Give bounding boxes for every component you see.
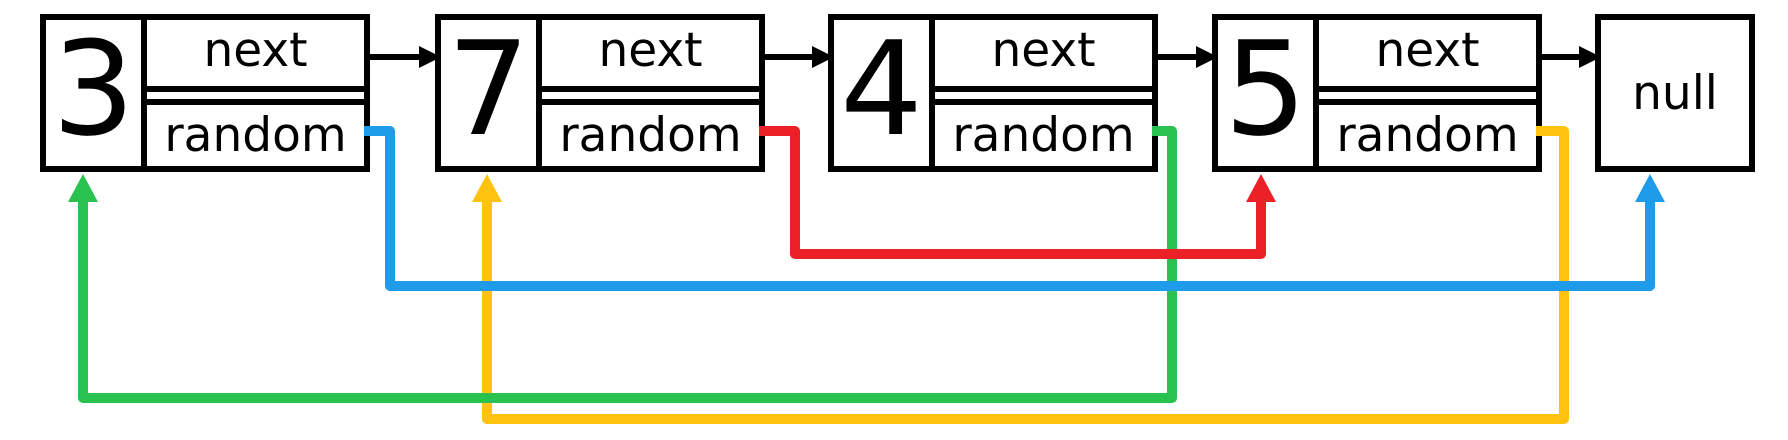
random-pointer-7-to-5-arrowhead: [1246, 174, 1276, 202]
node-5: 5 next random: [1212, 14, 1542, 172]
node-4: 4 next random: [828, 14, 1158, 172]
node-7: 7 next random: [435, 14, 765, 172]
node-5-next-field: next: [1319, 20, 1536, 92]
node-4-next-field: next: [935, 20, 1152, 92]
random-pointer-5-to-7-arrowhead: [472, 174, 502, 202]
random-pointer-3-to-null-arrowhead: [1635, 174, 1665, 202]
node-7-value: 7: [441, 20, 542, 166]
node-7-fields: next random: [542, 20, 759, 166]
node-3-random-field: random: [147, 98, 364, 167]
node-3-next-field: next: [147, 20, 364, 92]
node-3-value: 3: [46, 20, 147, 166]
random-pointer-5-to-7-line: [482, 126, 1569, 424]
node-3: 3 next random: [40, 14, 370, 172]
null-node: null: [1595, 14, 1755, 172]
node-5-value: 5: [1218, 20, 1319, 166]
node-3-fields: next random: [147, 20, 364, 166]
node-5-fields: next random: [1319, 20, 1536, 166]
node-5-random-field: random: [1319, 98, 1536, 167]
random-pointer-4-to-3-arrowhead: [68, 174, 98, 202]
node-4-value: 4: [834, 20, 935, 166]
node-7-next-field: next: [542, 20, 759, 92]
node-4-random-field: random: [935, 98, 1152, 167]
node-7-random-field: random: [542, 98, 759, 167]
node-4-fields: next random: [935, 20, 1152, 166]
